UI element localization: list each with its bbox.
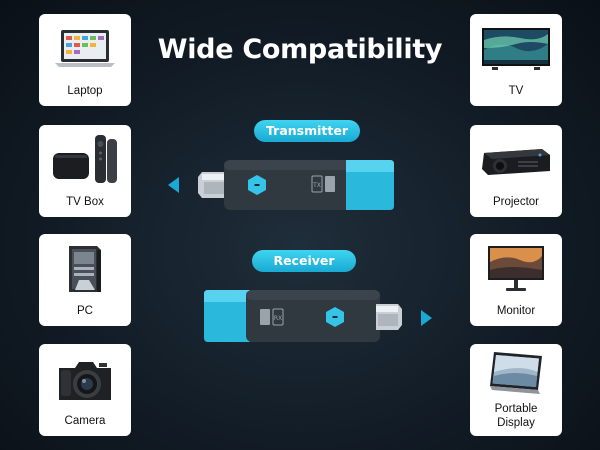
device-label-portable-display: Portable Display: [494, 403, 538, 429]
device-card-tv-box: TV Box: [39, 125, 131, 217]
device-card-camera: Camera: [39, 344, 131, 436]
device-card-monitor: Monitor: [470, 234, 562, 326]
arrow-left-icon: [168, 177, 179, 193]
receiver-label: Receiver: [252, 250, 356, 272]
device-card-laptop: Laptop: [39, 14, 131, 106]
device-card-tv: TV: [470, 14, 562, 106]
receiver-dongle: RX: [204, 290, 402, 342]
svg-text:TX: TX: [312, 182, 321, 189]
device-label-laptop: Laptop: [67, 85, 103, 97]
device-card-portable-display: Portable Display: [470, 344, 562, 436]
device-label-pc: PC: [77, 305, 93, 317]
device-label-monitor: Monitor: [496, 305, 536, 317]
svg-text:RX: RX: [274, 315, 282, 322]
projector-icon: [482, 149, 550, 175]
device-label-projector: Projector: [492, 196, 540, 208]
transmitter-dongle: TX: [198, 160, 394, 210]
device-label-tv: TV: [508, 85, 524, 97]
portable-display-icon: [490, 352, 542, 394]
tv-icon: [482, 28, 550, 70]
camera-icon: [59, 362, 111, 400]
device-label-tv-box: TV Box: [66, 196, 104, 208]
arrow-right-icon: [421, 310, 432, 326]
tv-box-icon: [53, 135, 117, 183]
page-title: Wide Compatibility: [157, 34, 443, 65]
device-card-pc: PC: [39, 234, 131, 326]
monitor-icon: [488, 246, 544, 291]
laptop-icon: [55, 30, 115, 67]
pc-tower-icon: [69, 246, 101, 292]
transmitter-label: Transmitter: [254, 120, 360, 142]
device-label-camera: Camera: [64, 415, 106, 427]
device-card-projector: Projector: [470, 125, 562, 217]
